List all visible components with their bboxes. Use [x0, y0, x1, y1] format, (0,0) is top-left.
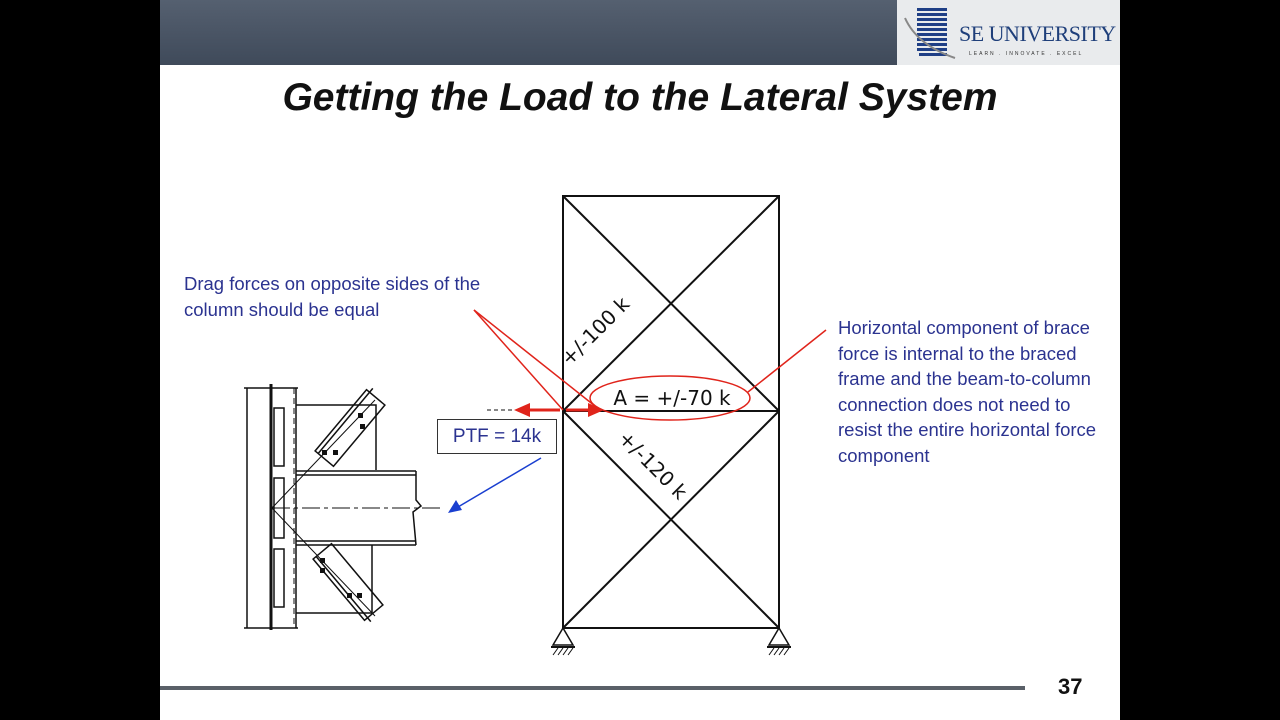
- university-logo: SE UNIVERSITY LEARN . INNOVATE . EXCEL: [897, 0, 1120, 65]
- logo-tagline: LEARN . INNOVATE . EXCEL: [969, 51, 1084, 57]
- building-logo-icon: [904, 8, 956, 59]
- slide: SE UNIVERSITY LEARN . INNOVATE . EXCEL G…: [160, 0, 1120, 720]
- pin-support-icon: [551, 626, 575, 656]
- blue-pointer-arrow: [448, 457, 542, 513]
- braced-frame-diagram: +/-100 k +/-120 k A = +/-70 k: [244, 195, 827, 656]
- ptf-label-box: PTF = 14k: [437, 419, 557, 454]
- arrow-left-icon: [514, 403, 530, 417]
- footer-divider: [160, 686, 1025, 690]
- horizontal-component-note: Horizontal component of brace force is i…: [838, 317, 1097, 466]
- upper-brace-force-label: +/-100 k: [556, 292, 635, 371]
- logo-name: SE UNIVERSITY: [959, 21, 1116, 46]
- brace: [562, 195, 780, 412]
- header-bar: [160, 0, 897, 65]
- brace: [562, 410, 780, 629]
- drag-force-arrows: [487, 403, 604, 417]
- lower-brace-force-label: +/-120 k: [614, 426, 693, 505]
- drag-leader-lines: [473, 309, 827, 411]
- connection-detail: [244, 384, 440, 630]
- arrow-right-icon: [588, 403, 604, 417]
- pin-support-icon: [767, 626, 791, 656]
- beam-force-ellipse: [589, 375, 751, 421]
- beam-force-label: A = +/-70 k: [613, 386, 731, 410]
- page-number: 37: [1058, 674, 1083, 699]
- drag-forces-note: Drag forces on opposite sides of the col…: [184, 273, 481, 320]
- slide-title: Getting the Load to the Lateral System: [282, 76, 998, 119]
